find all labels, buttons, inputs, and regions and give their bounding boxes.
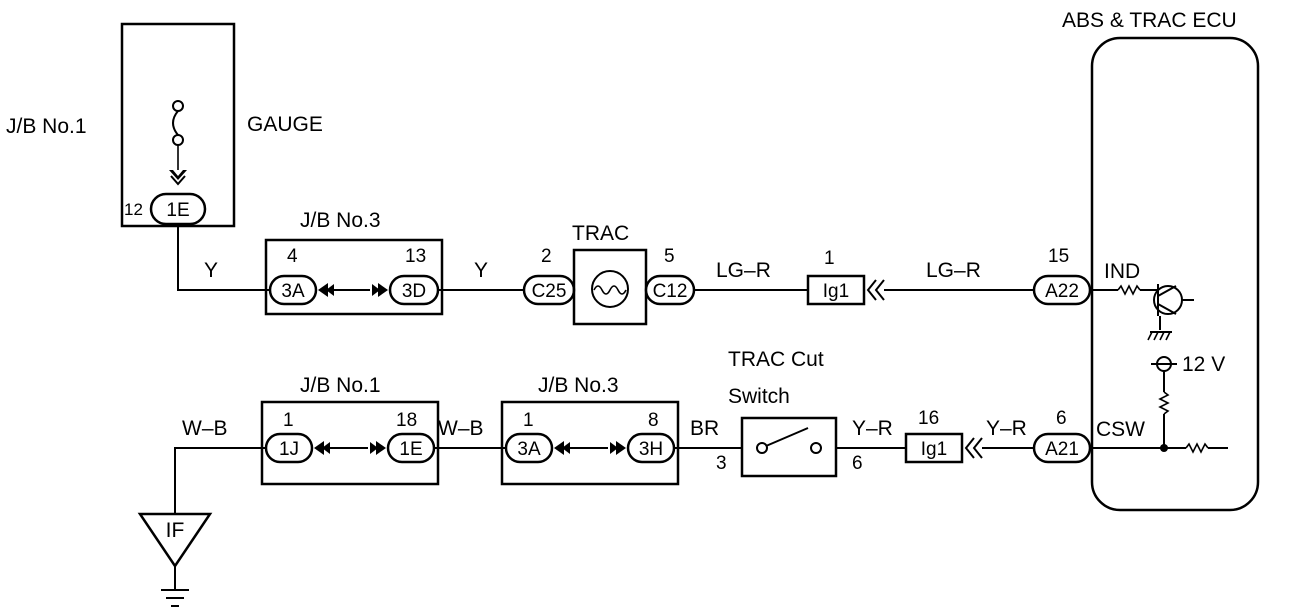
- bottom-splice-arrow: [964, 437, 983, 459]
- gauge-jb-label: J/B No.1: [6, 115, 87, 138]
- ecu-voltage-label: 12 V: [1182, 353, 1225, 376]
- trac-bulb-icon: [591, 270, 629, 308]
- bottom-jb1-left-connector: [264, 432, 314, 464]
- bottom-wire-yr-2: Y–R: [986, 417, 1027, 440]
- bottom-jb1-left-pin: 1: [283, 410, 294, 431]
- bottom-jb3-right-pin: 8: [648, 410, 659, 431]
- trac-lamp-body: [572, 248, 648, 326]
- bottom-jb3-left-pin: 1: [523, 410, 534, 431]
- bottom-jb3-box: [500, 400, 680, 486]
- ecu-connector-a21-pin: 6: [1056, 408, 1067, 429]
- top-jb3-left-connector: [268, 274, 318, 306]
- ecu-title: ABS & TRAC ECU: [1062, 9, 1237, 32]
- bottom-splice-box: [904, 432, 964, 464]
- bottom-wire-br: BR: [690, 417, 719, 440]
- trac-lamp-left-connector-label: C25: [532, 281, 567, 302]
- bottom-jb3-left-connector: [504, 432, 554, 464]
- bottom-jb1-right-connector-label: 1E: [399, 439, 422, 460]
- bottom-jb3-label: J/B No.3: [538, 374, 619, 397]
- top-splice-box: [806, 274, 866, 306]
- ecu-connector-a21: [1032, 432, 1092, 464]
- trac-lamp-right-pin: 5: [664, 246, 675, 267]
- top-jb3-right-pin: 13: [405, 246, 426, 267]
- trac-lamp-label: TRAC: [572, 222, 629, 245]
- bottom-wire-yr-1: Y–R: [852, 417, 893, 440]
- bottom-jb3-internal-link: [554, 441, 626, 455]
- top-wire-y-right: Y: [474, 259, 488, 282]
- top-jb3-internal-link: [318, 283, 388, 297]
- gauge-name: GAUGE: [247, 113, 323, 136]
- bottom-splice-pin: 16: [918, 408, 939, 429]
- bottom-jb3-right-connector-label: 3H: [639, 439, 663, 460]
- ecu-connector-a22-label: A22: [1045, 281, 1079, 302]
- switch-contact-icon: [756, 427, 822, 454]
- ecu-connector-a22-pin: 15: [1048, 246, 1069, 267]
- gauge-connector-label: 1E: [166, 200, 189, 221]
- gauge-pin-number: 12: [124, 200, 143, 219]
- switch-label-line1: TRAC Cut: [728, 348, 824, 371]
- top-splice-pin: 1: [824, 248, 835, 269]
- top-wire-lgr-1: LG–R: [716, 259, 771, 282]
- ground-if-label: IF: [166, 519, 185, 542]
- bottom-jb1-left-connector-label: 1J: [279, 439, 299, 460]
- ecu-connector-a21-label: A21: [1045, 439, 1079, 460]
- bottom-jb1-box: [260, 400, 440, 486]
- ecu-csw-label: CSW: [1096, 418, 1145, 441]
- bottom-jb1-label: J/B No.1: [300, 374, 381, 397]
- bottom-wire-wb-right: W–B: [438, 417, 484, 440]
- ecu-ind-label: IND: [1104, 260, 1140, 283]
- switch-label-line2: Switch: [728, 385, 790, 408]
- switch-right-pin: 6: [852, 453, 863, 474]
- ecu-ind-transistor: [1092, 284, 1194, 341]
- bottom-jb3-left-connector-label: 3A: [517, 439, 541, 460]
- ecu-body: [1090, 36, 1260, 512]
- gauge-fuse-icon: [169, 100, 187, 186]
- top-jb3-label: J/B No.3: [300, 209, 381, 232]
- trac-lamp-right-connector-label: C12: [653, 281, 688, 302]
- bottom-wire-wb-left: W–B: [182, 417, 228, 440]
- bottom-jb1-right-pin: 18: [396, 410, 417, 431]
- top-wire-lgr-2: LG–R: [926, 259, 981, 282]
- top-jb3-left-connector-label: 3A: [281, 281, 305, 302]
- bottom-splice-label: Ig1: [921, 439, 947, 460]
- ecu-12v-supply: [1151, 356, 1177, 452]
- switch-left-pin: 3: [716, 453, 727, 474]
- trac-lamp-left-pin: 2: [541, 246, 552, 267]
- top-jb3-right-connector-label: 3D: [402, 281, 426, 302]
- top-wire-y-left: Y: [204, 259, 218, 282]
- top-splice-arrow: [866, 279, 885, 301]
- ecu-csw-circuit: [1092, 442, 1228, 454]
- bottom-jb1-internal-link: [314, 441, 386, 455]
- top-splice-label: Ig1: [823, 281, 849, 302]
- top-jb3-left-pin: 4: [287, 246, 298, 267]
- ecu-connector-a22: [1032, 274, 1092, 306]
- top-jb3-box: [264, 238, 444, 316]
